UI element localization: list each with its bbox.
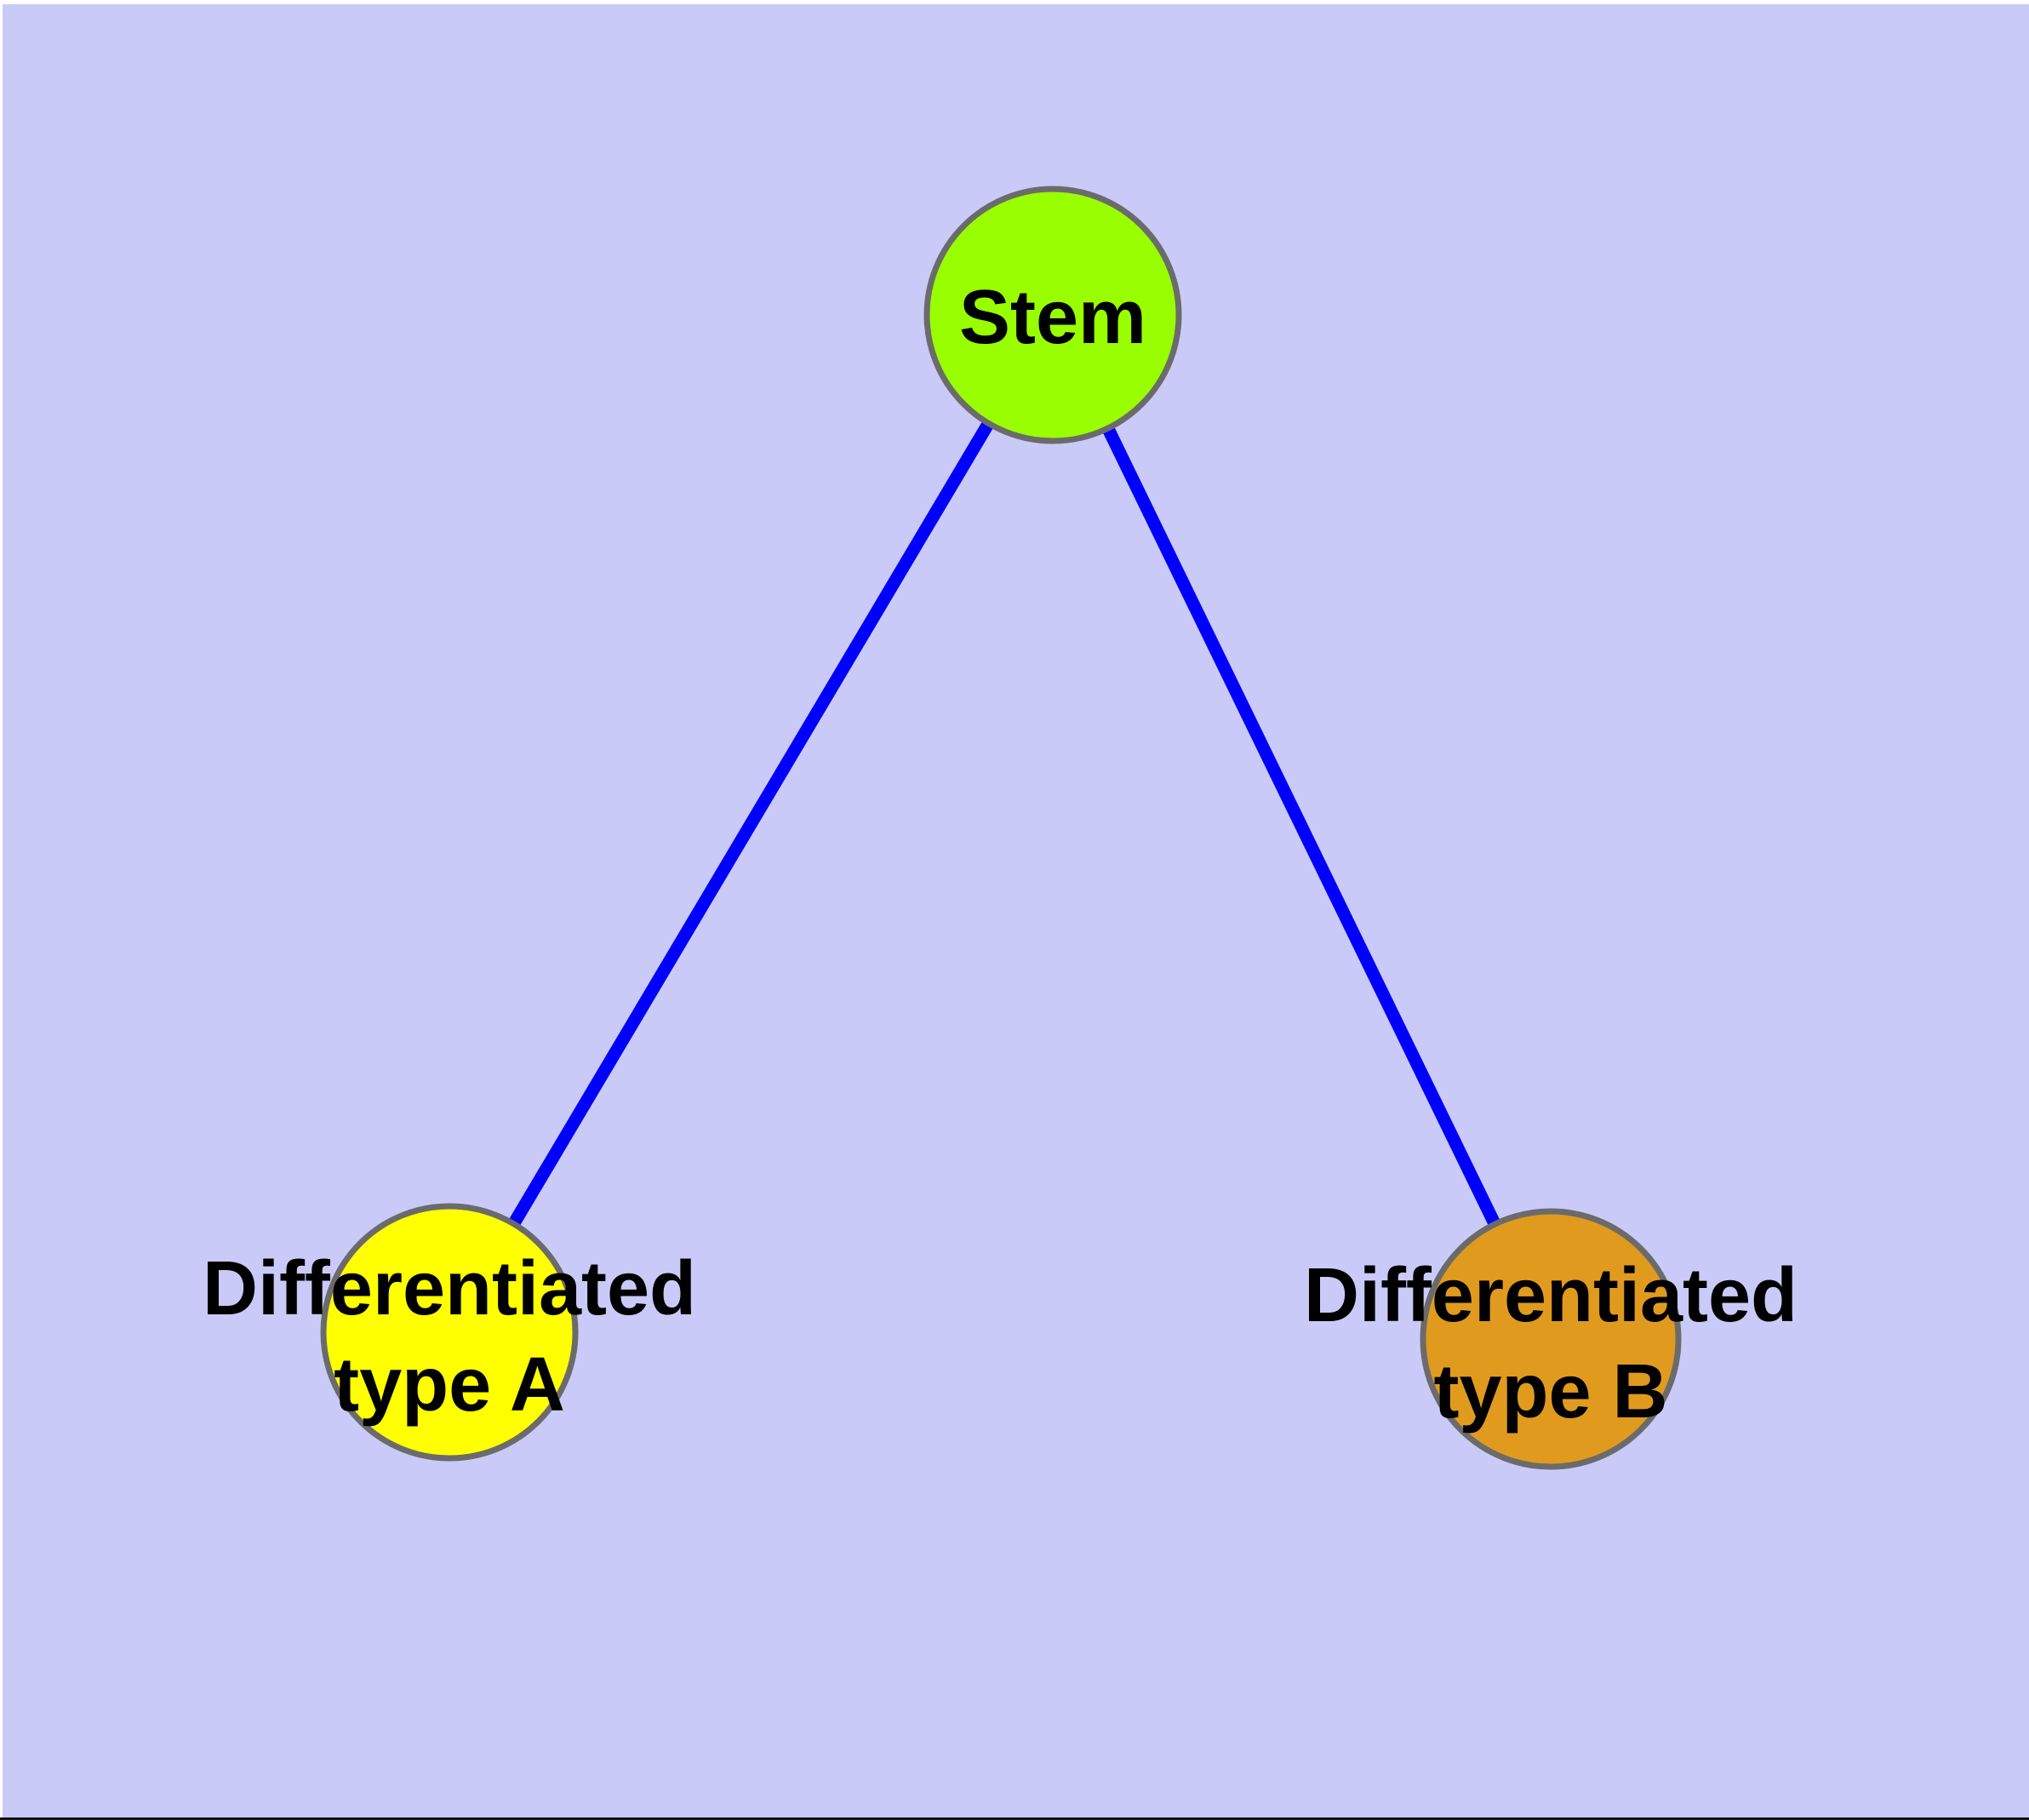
- node-differentiated-type-a[interactable]: [320, 1203, 579, 1462]
- node-differentiated-type-b-label-line1: Differentiated: [1304, 1253, 1798, 1338]
- node-stem[interactable]: [923, 186, 1182, 444]
- node-differentiated-type-a-label-line2: type A: [334, 1342, 565, 1428]
- edge-stem-to-differentiated-type-b: [1047, 312, 1557, 1342]
- node-stem-label: Stem: [959, 275, 1146, 360]
- edge-stem-to-differentiated-type-a: [443, 312, 1059, 1336]
- bottom-edge-line: [0, 1817, 2029, 1820]
- node-differentiated-type-b-label-line2: type B: [1433, 1349, 1667, 1434]
- node-differentiated-type-b[interactable]: [1420, 1208, 1682, 1470]
- node-differentiated-type-a-label-line1: Differentiated: [203, 1246, 696, 1331]
